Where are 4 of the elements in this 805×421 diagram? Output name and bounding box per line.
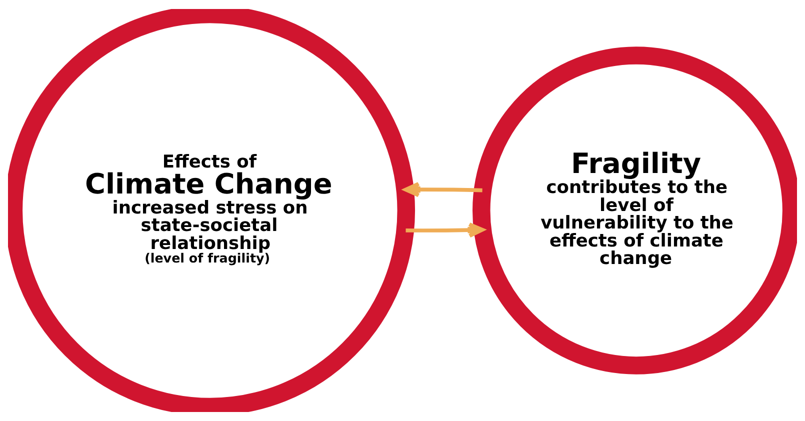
arrow xyxy=(406,222,484,238)
node-circle: Fragility contributes to the level of vulnerability to the effects of climate change xyxy=(472,46,797,374)
arrow xyxy=(404,182,482,198)
node-circle: Effects of Climate Change increased stress on state-societal relationship (level of fragility) xyxy=(8,9,416,412)
